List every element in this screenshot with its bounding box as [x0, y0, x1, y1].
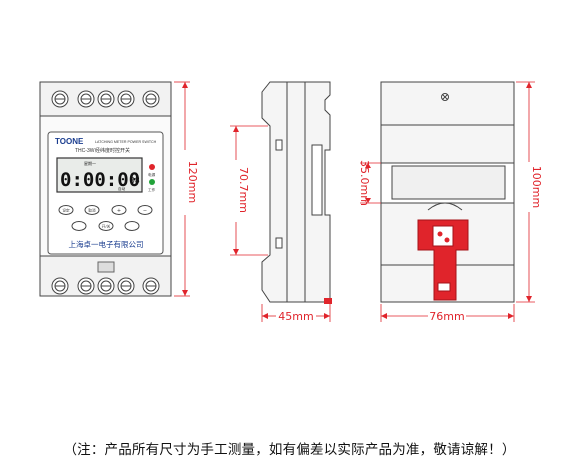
lcd-mode: 自动 [118, 186, 126, 191]
bottom-terminals [51, 277, 160, 295]
back-view: 35.0mm 100mm 76mm [358, 81, 543, 323]
company-name: 上海卓一电子有限公司 [69, 239, 144, 249]
button-right[interactable] [124, 221, 140, 231]
lcd-time: 0:00:00 [60, 169, 140, 191]
top-terminals [51, 90, 160, 108]
dim-height-front-label: 120mm [186, 161, 199, 203]
button-onoff[interactable]: 开/关 [98, 221, 114, 231]
lcd-seconds: 08 [130, 176, 140, 185]
din-rail-clip [417, 219, 469, 301]
model-label: THC-3W [75, 148, 95, 154]
button-plus[interactable]: + [111, 205, 127, 215]
dim-height-back [516, 81, 535, 303]
dim-width-side-label: 45mm [278, 310, 313, 323]
work-led-label: 工作 [148, 187, 156, 192]
work-led [149, 179, 155, 185]
front-view: TOONE THC-3W LATCHING METER POWER SWITCH… [39, 81, 199, 297]
dim-width-back [380, 304, 515, 322]
button-onoff-label: 开/关 [102, 224, 111, 229]
button-minus-label: − [143, 208, 147, 214]
dim-height-back-label: 100mm [530, 166, 543, 208]
dimension-drawing: TOONE THC-3W LATCHING METER POWER SWITCH… [39, 81, 543, 323]
dim-width-side [261, 304, 331, 322]
dim-clip-height [360, 162, 381, 204]
button-cancel[interactable]: 取消 [84, 205, 100, 215]
power-led-label: 电源 [148, 172, 156, 177]
side-view: 70.7mm 45mm [230, 81, 332, 323]
lcd-display [56, 157, 143, 193]
button-set-label: 设定 [62, 208, 70, 213]
dim-height-front [174, 81, 190, 297]
subtitle-en: LATCHING METER POWER SWITCH [95, 140, 157, 144]
measurement-note: （注：产品所有尺寸为手工测量，如有偏差以实际产品为准，敬请谅解！） [63, 442, 516, 458]
button-left[interactable] [71, 221, 87, 231]
dim-height-side-label: 70.7mm [237, 167, 250, 213]
button-set[interactable]: 设定 [58, 205, 74, 215]
button-plus-label: + [117, 208, 121, 214]
dim-height-side [230, 125, 268, 256]
brand-logo: TOONE [55, 137, 84, 146]
lcd-week: 星期一 [84, 160, 96, 166]
dim-clip-height-label: 35.0mm [358, 160, 371, 206]
dim-width-back-label: 76mm [429, 310, 464, 323]
subtitle-cn: 经纬度时控开关 [95, 147, 130, 154]
button-minus[interactable]: − [137, 205, 153, 215]
button-cancel-label: 取消 [88, 208, 96, 213]
power-led [149, 164, 155, 170]
